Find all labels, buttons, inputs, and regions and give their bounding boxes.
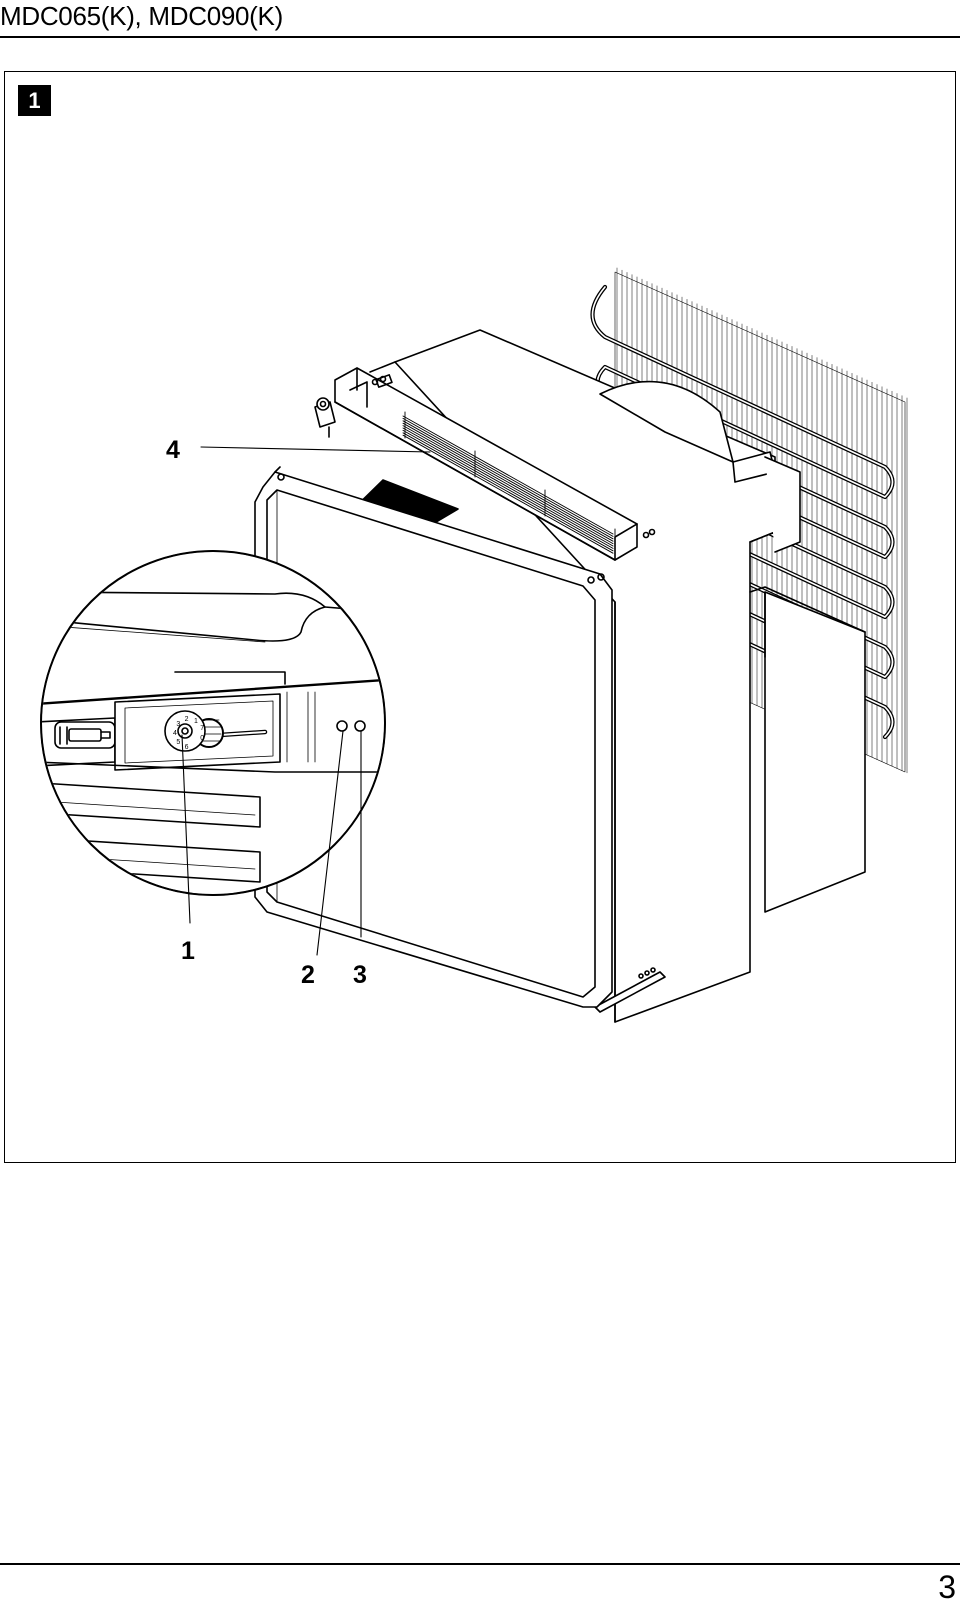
figure-frame: 1 bbox=[4, 71, 956, 1163]
footer-rule bbox=[0, 1563, 960, 1565]
detail-magnifier bbox=[40, 550, 386, 896]
page-number: 3 bbox=[938, 1569, 956, 1605]
dial-digit: 2 bbox=[185, 716, 189, 723]
dial-digit: 5 bbox=[176, 739, 180, 746]
cabinet-body bbox=[394, 329, 866, 1023]
callout-label-1: 1 bbox=[181, 937, 195, 965]
header-rule bbox=[0, 36, 960, 38]
page-header: MDC065(K), MDC090(K) bbox=[0, 0, 960, 38]
dial-digit: 7 bbox=[200, 725, 204, 732]
callout-label-3: 3 bbox=[353, 961, 367, 989]
callout-leader-lines bbox=[181, 446, 431, 956]
dial-digit: 1 bbox=[194, 718, 198, 725]
callout-label-4: 4 bbox=[166, 436, 180, 464]
dial-digit: 3 bbox=[176, 721, 180, 728]
callout-label-2: 2 bbox=[301, 961, 315, 989]
vent-grille-lines bbox=[402, 411, 616, 556]
figure-number-badge: 1 bbox=[18, 85, 51, 116]
dial-digit: 0 bbox=[200, 735, 204, 742]
dial-digit: 6 bbox=[185, 744, 189, 751]
dial-digit: 4 bbox=[173, 730, 177, 737]
dial-digits: 123 4 56 7 0 bbox=[173, 716, 204, 751]
document-title: MDC065(K), MDC090(K) bbox=[0, 1, 283, 31]
